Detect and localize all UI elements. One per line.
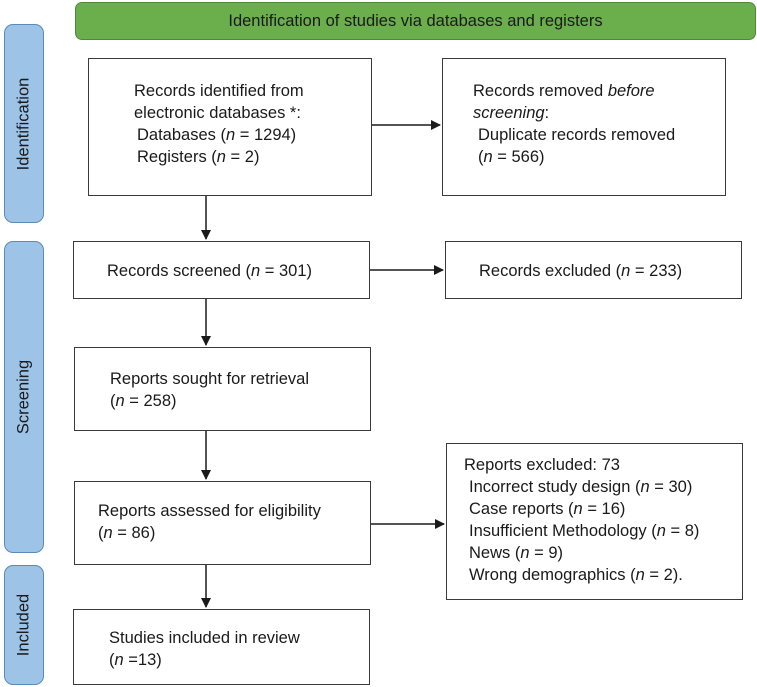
reports-assessed-count: (n = 86) <box>98 524 156 542</box>
records-identified-registers: Registers (n = 2) <box>137 148 260 166</box>
studies-included-count: (n =13) <box>109 651 162 669</box>
header-title: Identification of studies via databases … <box>228 11 603 30</box>
reports-excluded-box: Reports excluded: 73 Incorrect study des… <box>446 443 743 600</box>
reports-sought-count: (n = 258) <box>110 392 177 410</box>
reports-excluded-item: Incorrect study design (n = 30) <box>469 478 693 496</box>
records-removed-count: (n = 566) <box>478 148 545 166</box>
records-excluded-box: Records excluded (n = 233) <box>445 241 742 299</box>
records-identified-box: Records identified from electronic datab… <box>88 58 372 196</box>
phase-identification: Identification <box>4 24 44 223</box>
reports-excluded-item: Wrong demographics (n = 2). <box>469 566 683 584</box>
records-identified-line1: Records identified from <box>134 82 304 100</box>
records-excluded-text: Records excluded (n = 233) <box>479 262 683 280</box>
records-removed-line1: Records removed before <box>473 82 655 100</box>
records-removed-duplicates: Duplicate records removed <box>478 126 676 144</box>
reports-excluded-item: Case reports (n = 16) <box>469 500 626 518</box>
studies-included-line1: Studies included in review <box>109 629 300 647</box>
reports-excluded-item: Insufficient Methodology (n = 8) <box>469 522 700 540</box>
reports-excluded-item: News (n = 9) <box>469 544 564 562</box>
phase-screening: Screening <box>4 241 44 553</box>
records-removed-box: Records removed before screening: Duplic… <box>442 58 726 196</box>
records-screened-text: Records screened (n = 301) <box>107 262 313 280</box>
header-banner: Identification of studies via databases … <box>75 2 756 40</box>
reports-excluded-title: Reports excluded: 73 <box>464 456 620 474</box>
reports-sought-box: Reports sought for retrieval (n = 258) <box>74 347 371 431</box>
records-identified-databases: Databases (n = 1294) <box>137 126 297 144</box>
studies-included-box: Studies included in review (n =13) <box>73 609 370 685</box>
reports-assessed-box: Reports assessed for eligibility (n = 86… <box>74 481 371 565</box>
records-removed-line2: screening: <box>473 104 550 122</box>
reports-assessed-line1: Reports assessed for eligibility <box>98 502 321 520</box>
records-identified-line2: electronic databases *: <box>134 104 301 122</box>
phase-included: Included <box>4 565 44 685</box>
records-screened-box: Records screened (n = 301) <box>73 241 370 299</box>
reports-sought-line1: Reports sought for retrieval <box>110 370 310 388</box>
